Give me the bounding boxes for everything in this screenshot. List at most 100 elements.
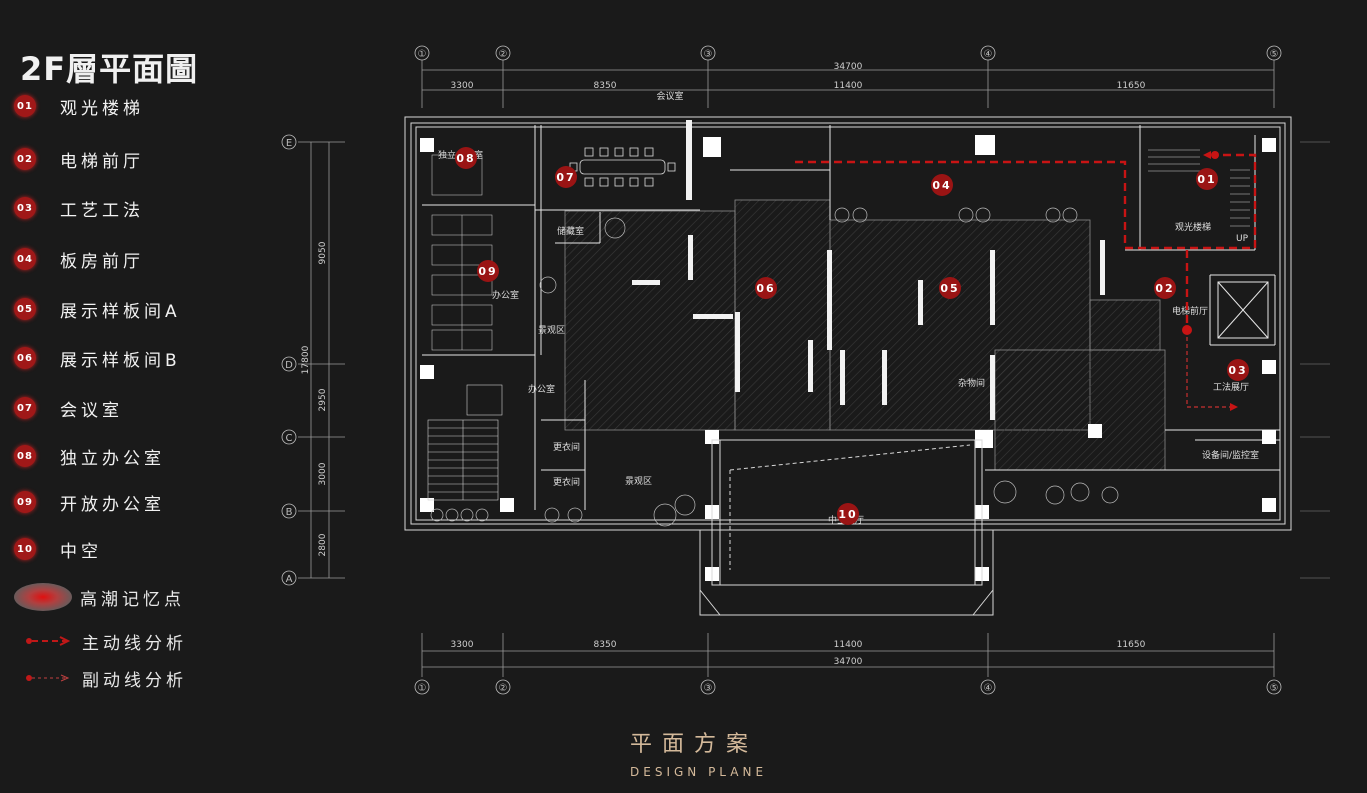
left-dimension-3: 3000 [318, 462, 328, 485]
grid-col-2: ② [499, 49, 508, 60]
top-dimension-3: 11400 [834, 81, 863, 91]
marker-06: 06 [756, 282, 775, 295]
atrium-void [699, 439, 994, 616]
craft-hall-label: 工法展厅 [1213, 381, 1249, 393]
bottom-dimension-4: 11650 [1117, 640, 1146, 650]
legend-number-badge: 10 [14, 538, 36, 560]
legend-item: 06 展示样板间B [14, 346, 181, 371]
legend-item: 04 板房前厅 [14, 247, 144, 272]
legend-label: 开放办公室 [60, 494, 165, 515]
grid-col-1-bottom: ① [418, 683, 427, 694]
legend-number-badge: 09 [14, 491, 36, 513]
legend-number-badge: 08 [14, 445, 36, 467]
office-label-2: 办公室 [528, 383, 555, 395]
top-grid-bubbles [414, 45, 1282, 61]
footer-title-cn: 平面方案 [630, 732, 759, 757]
legend-highlight-label: 高潮记忆点 [80, 589, 185, 610]
legend-number-badge: 01 [14, 95, 36, 117]
office-desks [431, 154, 493, 351]
storage-label: 储藏室 [557, 225, 584, 237]
legend-label: 展示样板间B [60, 350, 181, 371]
legend-number-badge: 05 [14, 298, 36, 320]
top-total-dimension: 34700 [834, 62, 863, 72]
left-grid-bubbles [281, 134, 297, 586]
plan-title: 2F層平面圖 [20, 50, 199, 88]
legend-item: 01 观光楼梯 [14, 94, 144, 119]
structural-columns [420, 135, 1276, 581]
legend-item: 03 工艺工法 [14, 196, 144, 221]
landscape-label-1: 景观区 [538, 325, 565, 336]
sub-flow-label: 副动线分析 [82, 670, 187, 691]
legend-label: 工艺工法 [60, 200, 144, 221]
sub-flow-arrow-icon [26, 674, 70, 682]
bottom-dimension-2: 8350 [594, 640, 617, 650]
marker-04: 04 [932, 179, 951, 192]
left-dimension-lines [298, 141, 345, 579]
grid-col-3: ③ [704, 49, 713, 60]
marker-09: 09 [478, 265, 497, 278]
footer-title-en: DESIGN PLANE [630, 765, 768, 779]
top-dimension-1: 3300 [451, 81, 474, 91]
legend-label: 独立办公室 [60, 448, 165, 469]
legend-item: 02 电梯前厅 [14, 147, 144, 172]
marker-05: 05 [940, 282, 959, 295]
legend-number-badge: 07 [14, 397, 36, 419]
main-flow-arrow-icon [26, 636, 71, 646]
marker-02: 02 [1155, 282, 1174, 295]
legend-label: 电梯前厅 [60, 151, 144, 172]
stair-sightseeing [1148, 149, 1250, 227]
grid-col-5: ⑤ [1270, 49, 1279, 60]
marker-10: 10 [838, 508, 857, 521]
elevator-hall-label: 电梯前厅 [1172, 305, 1208, 317]
sightseeing-stair-label: 观光楼梯 [1175, 221, 1211, 233]
stair-up-label: UP [1236, 234, 1249, 244]
hatched-areas [564, 199, 1166, 471]
room-number-markers [455, 147, 1249, 525]
grid-row-b: B [286, 507, 293, 518]
left-dimension-1: 9050 [318, 241, 328, 264]
sundry-room-label: 杂物间 [958, 377, 985, 389]
legend-item: 09 开放办公室 [14, 490, 165, 515]
legend-label: 展示样板间A [60, 301, 181, 322]
grid-col-2-bottom: ② [499, 683, 508, 694]
legend-number-badge: 04 [14, 248, 36, 270]
highlight-blob-icon [14, 583, 72, 611]
main-flow-path [795, 153, 1257, 330]
legend-item: 05 展示样板间A [14, 297, 181, 322]
legend-sub-flow: 副动线分析 [14, 666, 187, 691]
meeting-room-top-label: 会议室 [656, 90, 683, 102]
left-total-dimension: 17800 [301, 345, 311, 374]
marker-01: 01 [1197, 173, 1216, 186]
grid-col-4-bottom: ④ [984, 683, 993, 694]
legend-number-badge: 06 [14, 347, 36, 369]
grid-col-5-bottom: ⑤ [1270, 683, 1279, 694]
flow-markers [1182, 151, 1238, 411]
grid-col-1: ① [418, 49, 427, 60]
top-dimension-2: 8350 [594, 81, 617, 91]
meeting-table [569, 147, 676, 187]
bottom-grid-bubbles [414, 679, 1282, 695]
grid-row-d: D [285, 360, 293, 371]
legend-number-badge: 02 [14, 148, 36, 170]
grid-row-a: A [286, 574, 293, 585]
legend-label: 板房前厅 [60, 251, 144, 272]
stair-left [427, 384, 503, 501]
legend-highlight: 高潮记忆点 [14, 582, 185, 612]
legend-label: 观光楼梯 [60, 98, 144, 119]
thick-walls [632, 120, 1105, 420]
marker-07: 07 [556, 171, 575, 184]
equipment-room-label: 设备间/监控室 [1202, 449, 1259, 461]
grid-col-3-bottom: ③ [704, 683, 713, 694]
landscape-label-2: 景观区 [625, 476, 652, 487]
top-dimension-lines [421, 60, 1275, 108]
landscape-plants [430, 207, 1119, 527]
legend-number-badge: 03 [14, 197, 36, 219]
top-dimension-4: 11650 [1117, 81, 1146, 91]
main-flow-label: 主动线分析 [82, 633, 187, 654]
legend-item: 08 独立办公室 [14, 444, 165, 469]
bottom-dimension-lines [421, 633, 1275, 677]
grid-row-c: C [286, 433, 293, 444]
